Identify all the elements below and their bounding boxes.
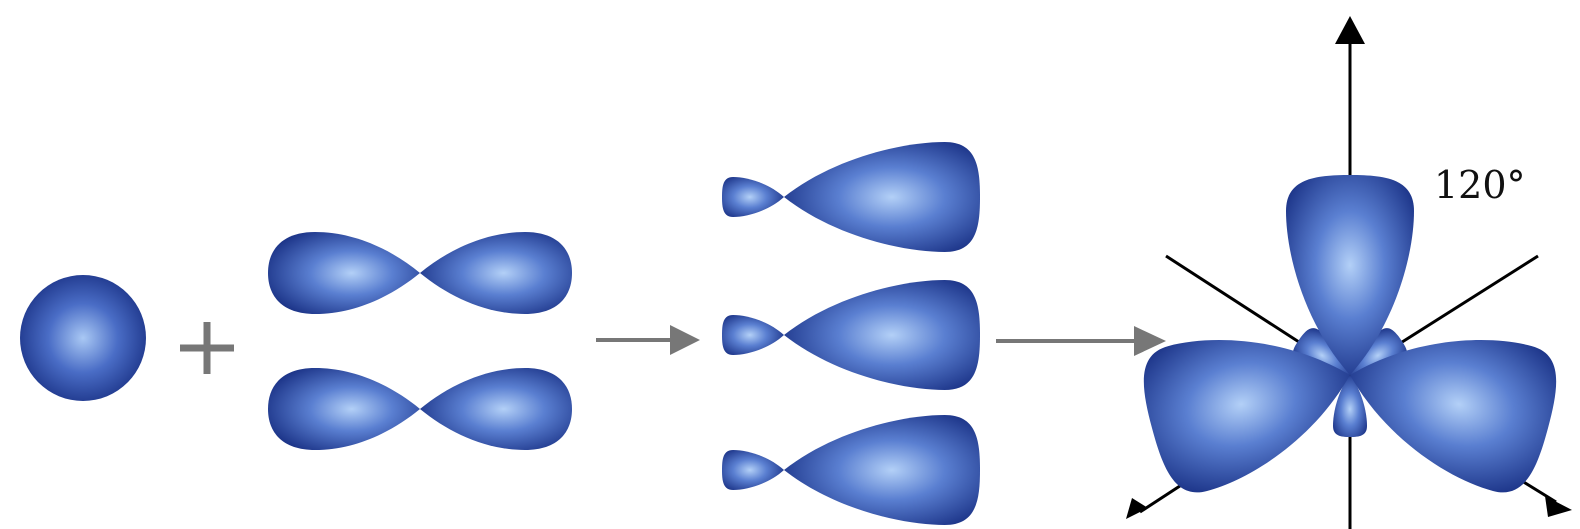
s-orbital (20, 275, 146, 401)
angle-label: 120° (1434, 163, 1526, 207)
p-orbital-bottom (268, 368, 572, 450)
trigonal-planar-orbitals: 120° (1126, 16, 1572, 529)
sp2-orbital-1 (722, 142, 980, 252)
p-orbital-top (268, 232, 572, 314)
sp2-orbital-2 (722, 280, 980, 390)
plus-sign (180, 322, 234, 374)
sp2-orbital-3 (722, 415, 980, 525)
reaction-arrow-2 (996, 326, 1166, 356)
axis-arrow-icon (1545, 496, 1572, 517)
axis-arrow-icon (1335, 16, 1365, 44)
reaction-arrow-1 (596, 325, 700, 355)
axis-arrow-icon (1126, 498, 1148, 519)
